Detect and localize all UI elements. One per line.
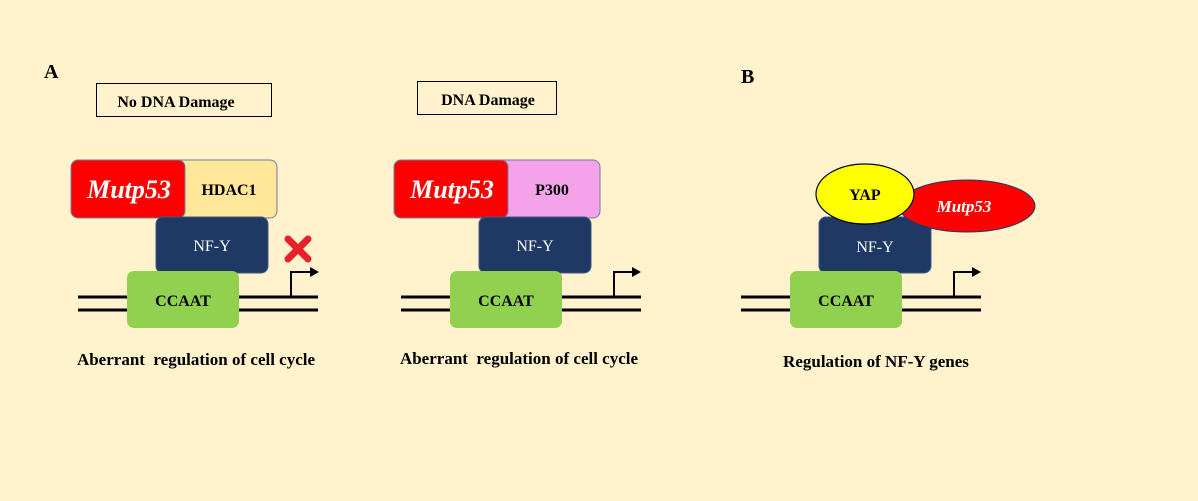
damage-caption: Aberrant regulation of cell cycle bbox=[400, 349, 639, 368]
ccaat-label: CCAAT bbox=[818, 293, 874, 310]
panel-b-caption: Regulation of NF-Y genes bbox=[783, 352, 969, 371]
mutp53-label: Mutp53 bbox=[936, 197, 992, 216]
no-damage-group: No DNA Damage HDAC1 Mutp53 NF-Y CCAAT Ab… bbox=[70, 83, 319, 369]
ccaat-label: CCAAT bbox=[155, 293, 211, 310]
nfy-label: NF-Y bbox=[516, 238, 554, 255]
yap-label: YAP bbox=[849, 187, 881, 204]
ccaat-label: CCAAT bbox=[478, 293, 534, 310]
transcription-start-arrow-icon bbox=[290, 271, 310, 297]
no-damage-caption: Aberrant regulation of cell cycle bbox=[77, 350, 316, 369]
damage-label-box bbox=[417, 81, 557, 115]
panel-b-letter: B bbox=[741, 66, 754, 88]
p300-label: P300 bbox=[535, 182, 569, 199]
no-damage-label-box bbox=[96, 83, 272, 117]
transcription-start-arrow-icon bbox=[613, 271, 632, 297]
no-damage-label: No DNA Damage bbox=[117, 94, 234, 111]
arrowhead-icon bbox=[972, 267, 981, 277]
x-mark-icon bbox=[284, 235, 312, 263]
mutp53-box bbox=[393, 159, 509, 219]
damage-group: DNA Damage P300 Mutp53 NF-Y CCAAT Aberra… bbox=[393, 81, 641, 368]
ccaat-box bbox=[127, 271, 239, 328]
nfy-label: NF-Y bbox=[193, 238, 231, 255]
ccaat-box bbox=[790, 271, 902, 328]
arrowhead-icon bbox=[632, 267, 641, 277]
damage-label: DNA Damage bbox=[441, 92, 535, 109]
panel-a-letter: A bbox=[44, 61, 59, 83]
transcription-start-arrow-icon bbox=[953, 271, 972, 297]
mutp53-label: Mutp53 bbox=[86, 175, 171, 204]
yap-ellipse bbox=[815, 163, 915, 225]
hdac1-label: HDAC1 bbox=[201, 182, 256, 199]
arrowhead-icon bbox=[310, 267, 319, 277]
panel-b-group: NF-Y Mutp53 YAP CCAAT Regulation of NF-Y… bbox=[741, 163, 1036, 371]
ccaat-box bbox=[450, 271, 562, 328]
mutp53-label: Mutp53 bbox=[409, 175, 494, 204]
mutp53-box bbox=[70, 159, 186, 219]
nfy-label: NF-Y bbox=[856, 239, 894, 256]
